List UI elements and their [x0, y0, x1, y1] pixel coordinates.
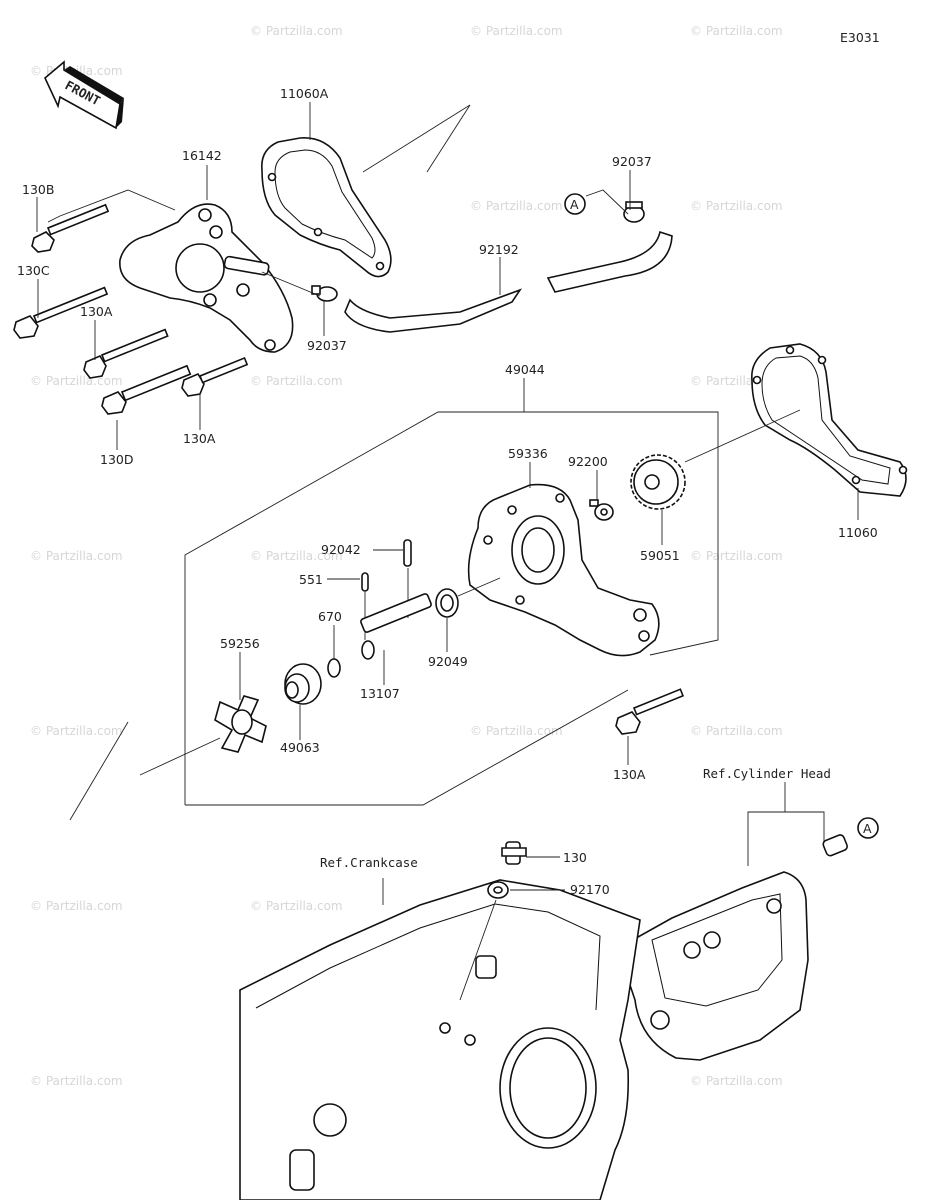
label-92037-top[interactable]: 92037 — [612, 154, 652, 169]
bolt-130B — [31, 203, 110, 253]
washer-92200 — [589, 499, 614, 521]
callout-A-bottom: A — [822, 817, 879, 857]
watermark: © Partzilla.com — [30, 899, 123, 913]
watermark: © Partzilla.com — [30, 1074, 123, 1088]
watermark: © Partzilla.com — [30, 374, 123, 388]
impeller-59256 — [214, 695, 267, 753]
label-49063[interactable]: 49063 — [280, 740, 320, 755]
label-92037-mid[interactable]: 92037 — [307, 338, 347, 353]
svg-text:A: A — [863, 821, 872, 836]
watermark: © Partzilla.com — [690, 24, 783, 38]
label-92170[interactable]: 92170 — [570, 882, 610, 897]
bolt-130D — [101, 364, 192, 415]
bolt-130C — [13, 286, 109, 339]
watermark: © Partzilla.com — [690, 199, 783, 213]
label-59051[interactable]: 59051 — [640, 548, 680, 563]
label-13107[interactable]: 13107 — [360, 686, 400, 701]
ref-cylinder-head-label: Ref.Cylinder Head — [703, 766, 831, 781]
watermark: © Partzilla.com — [470, 724, 563, 738]
label-59336[interactable]: 59336 — [508, 446, 548, 461]
gasket-11060 — [751, 343, 908, 497]
label-130[interactable]: 130 — [563, 850, 587, 865]
ref-crankcase-label: Ref.Crankcase — [320, 855, 418, 870]
bolt-130A-mid — [181, 356, 249, 397]
watermark-layer: © Partzilla.com © Partzilla.com © Partzi… — [30, 24, 783, 1088]
o-ring-670 — [327, 658, 341, 678]
watermark: © Partzilla.com — [250, 24, 343, 38]
callout-A-top: A — [564, 193, 586, 215]
label-670[interactable]: 670 — [318, 609, 342, 624]
pin-551 — [361, 572, 369, 592]
label-92042[interactable]: 92042 — [321, 542, 361, 557]
label-551[interactable]: 551 — [299, 572, 323, 587]
bolt-130 — [501, 841, 527, 865]
watermark: © Partzilla.com — [470, 199, 563, 213]
watermark: © Partzilla.com — [250, 549, 343, 563]
pump-cover-16142 — [119, 203, 294, 353]
hose-92192 — [344, 230, 673, 333]
pump-housing-59336 — [467, 483, 660, 657]
label-59256[interactable]: 59256 — [220, 636, 260, 651]
label-130A-bottom[interactable]: 130A — [613, 767, 646, 782]
label-92049[interactable]: 92049 — [428, 654, 468, 669]
bolt-130A-top — [83, 328, 169, 379]
watermark: © Partzilla.com — [250, 374, 343, 388]
shaft-13107 — [360, 593, 432, 660]
svg-text:A: A — [570, 197, 579, 212]
diagram-id: E3031 — [840, 30, 880, 45]
seal-92049 — [435, 588, 459, 618]
watermark: © Partzilla.com — [250, 899, 343, 913]
label-92200[interactable]: 92200 — [568, 454, 608, 469]
part-labels: 11060A 16142 130B 130C 130A 130D 130A 92… — [17, 86, 878, 897]
watermark: © Partzilla.com — [470, 24, 563, 38]
gasket-11060A — [261, 137, 392, 278]
label-130A-mid[interactable]: 130A — [183, 431, 216, 446]
cylinder-head-ref — [621, 871, 809, 1061]
watermark: © Partzilla.com — [690, 1074, 783, 1088]
mechanical-seal-49063 — [284, 663, 322, 705]
washer-92170 — [487, 881, 509, 899]
gear-59051 — [630, 454, 686, 510]
bolt-130A-bottom — [615, 688, 685, 735]
crankcase-ref — [239, 879, 641, 1200]
watermark: © Partzilla.com — [690, 549, 783, 563]
clamp-92037-mid — [311, 285, 338, 302]
clamp-92037-top — [623, 201, 645, 223]
front-arrow-icon: FRONT — [44, 60, 124, 130]
watermark: © Partzilla.com — [690, 724, 783, 738]
label-130A-top[interactable]: 130A — [80, 304, 113, 319]
label-49044[interactable]: 49044 — [505, 362, 545, 377]
label-11060A[interactable]: 11060A — [280, 86, 329, 101]
label-16142[interactable]: 16142 — [182, 148, 222, 163]
label-130C[interactable]: 130C — [17, 263, 50, 278]
label-92192[interactable]: 92192 — [479, 242, 519, 257]
watermark: © Partzilla.com — [30, 724, 123, 738]
label-130D[interactable]: 130D — [100, 452, 133, 467]
pin-92042 — [403, 539, 412, 567]
label-11060[interactable]: 11060 — [838, 525, 878, 540]
watermark: © Partzilla.com — [30, 549, 123, 563]
label-130B[interactable]: 130B — [22, 182, 54, 197]
